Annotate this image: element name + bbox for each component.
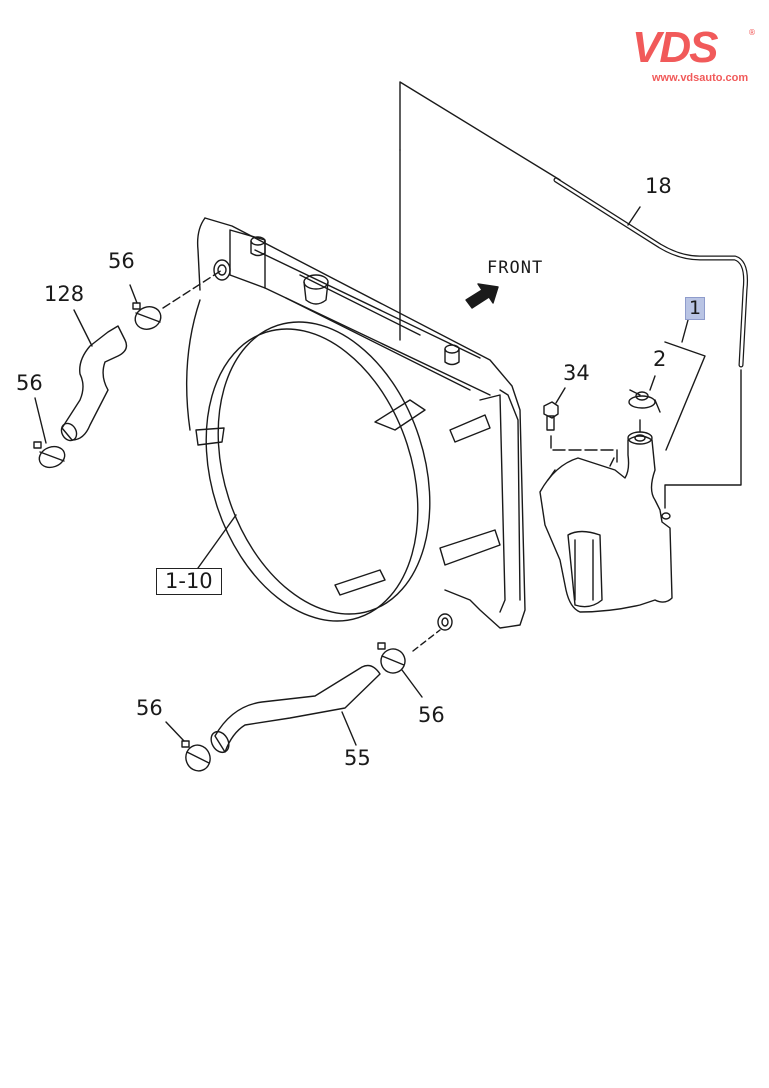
leader-1-10 (197, 514, 237, 569)
leader-1-bracket (664, 341, 706, 451)
leader-56b (34, 397, 47, 444)
callout-128[interactable]: 128 (44, 282, 85, 306)
lower-hose-connector (412, 629, 441, 652)
bolt-34[interactable] (543, 401, 559, 431)
upper-hose-128[interactable] (58, 325, 128, 443)
callout-1-10[interactable]: 1-10 (156, 568, 222, 595)
leader-2 (649, 375, 656, 391)
leader-1 (681, 319, 689, 343)
callout-56-lower-left[interactable]: 56 (136, 696, 163, 720)
hose-clamp-upper[interactable] (132, 302, 164, 333)
vds-logo: VDS ® www.vdsauto.com (630, 23, 756, 88)
reserve-hose-18[interactable] (553, 177, 748, 509)
radiator-leader-line (399, 81, 561, 341)
leader-56d (165, 721, 185, 742)
front-arrow-icon (465, 283, 499, 309)
hose-clamp-upper-left[interactable] (33, 441, 68, 471)
lower-hose-55[interactable] (208, 664, 381, 756)
reserve-tank[interactable] (539, 431, 673, 613)
callout-1-highlighted[interactable]: 1 (685, 297, 706, 320)
radiator-assembly[interactable] (171, 217, 526, 649)
callout-18[interactable]: 18 (645, 174, 672, 198)
callout-34[interactable]: 34 (563, 361, 590, 385)
leader-56c (401, 669, 423, 698)
leader-56a (129, 284, 138, 304)
reserve-tank-cap[interactable] (628, 389, 661, 413)
upper-hose-connector (162, 269, 223, 309)
hose-clamp-lower-right[interactable] (377, 642, 409, 676)
logo-url[interactable]: www.vdsauto.com (652, 72, 749, 84)
registered-mark: ® (748, 28, 756, 37)
leader-128 (73, 309, 93, 347)
hose-clamp-lower-left[interactable] (181, 740, 214, 774)
logo-mark: VDS (632, 23, 718, 72)
front-direction-label: FRONT (487, 258, 544, 278)
leader-55 (341, 711, 357, 746)
leader-34 (555, 387, 566, 404)
callout-55[interactable]: 55 (344, 746, 371, 770)
callout-56-upper[interactable]: 56 (108, 249, 135, 273)
callout-56-left[interactable]: 56 (16, 371, 43, 395)
bolt-leader-bracket (550, 435, 618, 463)
callout-2[interactable]: 2 (653, 347, 667, 371)
leader-18 (627, 206, 641, 226)
callout-56-lower-right[interactable]: 56 (418, 703, 445, 727)
